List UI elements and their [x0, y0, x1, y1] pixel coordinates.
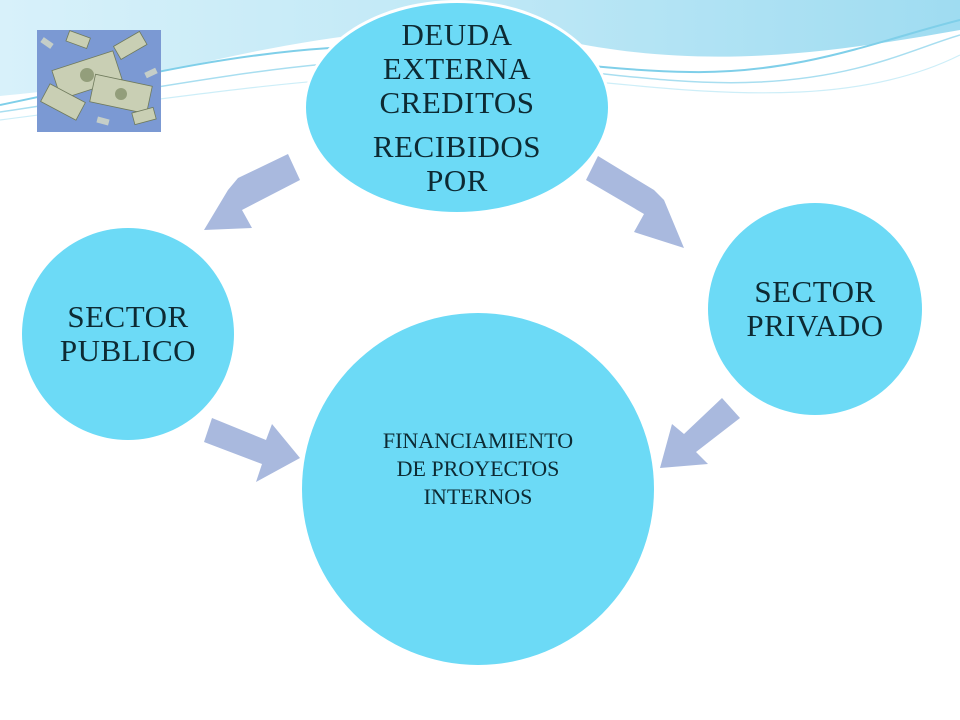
arrow-right-to-center [660, 398, 740, 468]
arrow-top-to-left [204, 154, 300, 230]
node-center-line-2: DE PROYECTOS [396, 456, 560, 481]
node-left-line-1: SECTOR [67, 299, 189, 334]
node-top-line-5: POR [426, 162, 488, 198]
node-center-line-1: FINANCIAMIENTO [382, 428, 574, 453]
node-sector-publico: SECTOR PUBLICO [22, 228, 234, 440]
node-top-line-2: EXTERNA [382, 50, 532, 86]
node-deuda-externa: DEUDA EXTERNA CREDITOS RECIBIDOS POR [303, 0, 611, 215]
arrow-left-to-center [204, 418, 300, 482]
node-financiamiento: FINANCIAMIENTO DE PROYECTOS INTERNOS [302, 313, 654, 665]
node-right-line-1: SECTOR [754, 274, 876, 309]
money-bills-image [37, 30, 161, 132]
node-top-line-3: CREDITOS [379, 84, 535, 120]
node-center-line-3: INTERNOS [423, 484, 533, 509]
node-top-line-1: DEUDA [401, 16, 513, 52]
node-left-line-2: PUBLICO [59, 333, 197, 368]
node-sector-privado: SECTOR PRIVADO [708, 203, 922, 415]
arrow-top-to-right [586, 156, 684, 248]
node-top-line-4: RECIBIDOS [372, 128, 542, 164]
node-right-line-2: PRIVADO [746, 308, 884, 343]
